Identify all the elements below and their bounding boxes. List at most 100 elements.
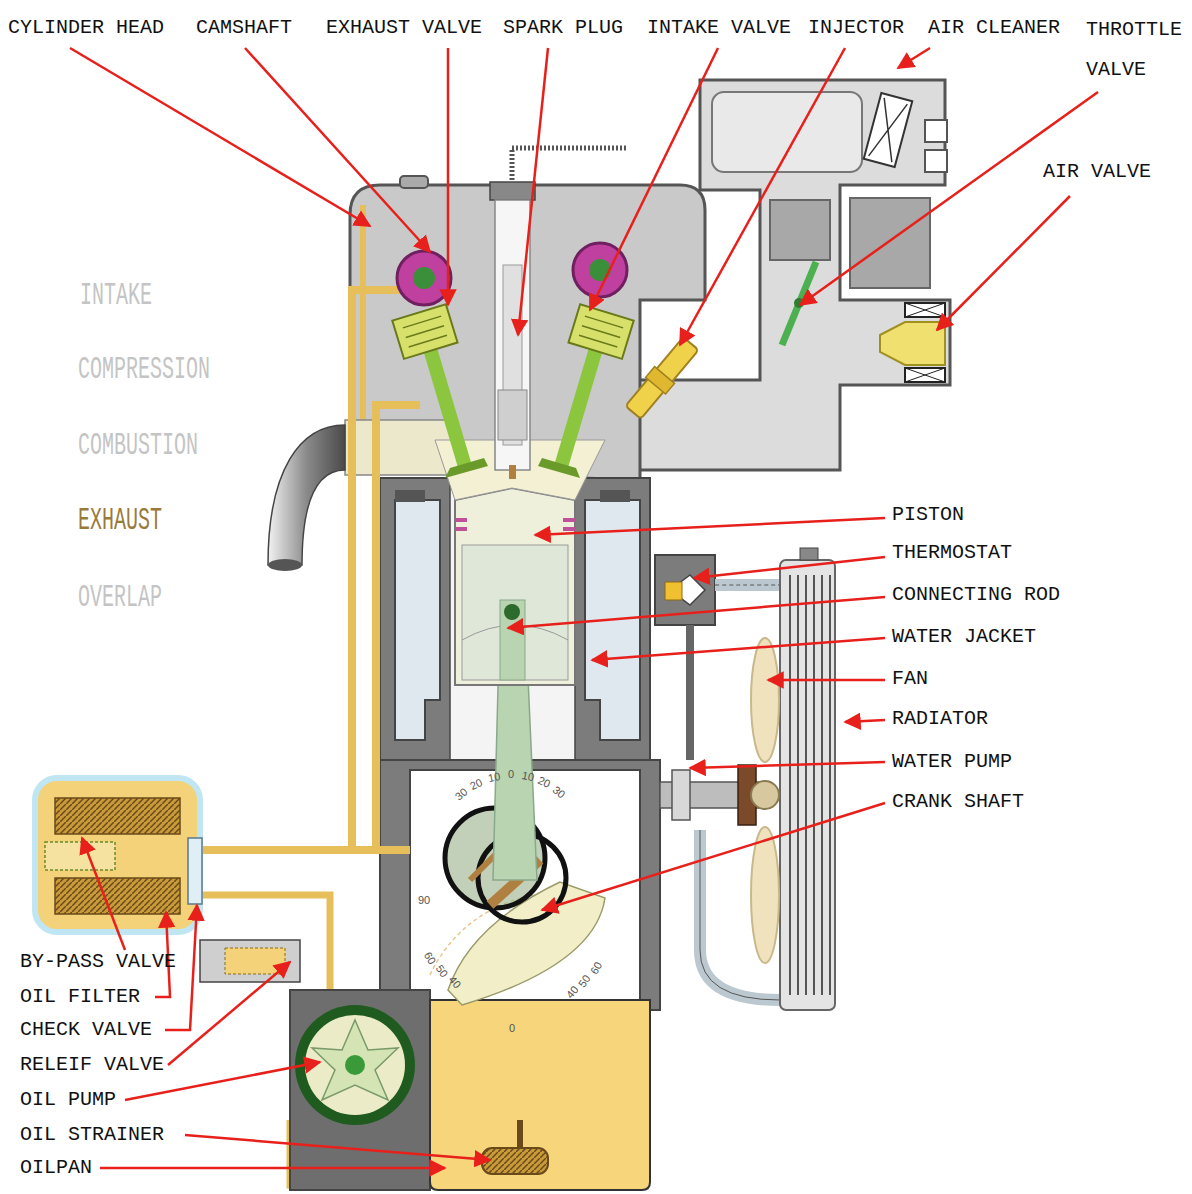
- oil-system: [482, 1148, 548, 1174]
- piston-and-rod: [504, 604, 520, 620]
- piston-and-rod: [455, 518, 467, 522]
- crank-angle-number: 40: [447, 973, 464, 990]
- leader-line: [690, 762, 885, 768]
- leader-line: [508, 597, 885, 628]
- valve-train: [538, 458, 580, 478]
- leader-line: [768, 679, 885, 682]
- intake-manifold: [850, 198, 930, 288]
- crank-angle-number: 30: [551, 783, 568, 800]
- throttle-valve: [782, 262, 816, 345]
- air-cleaner-throttle: [869, 98, 908, 162]
- crank-angle-number: 40: [564, 983, 581, 1000]
- engine-block: [600, 490, 630, 502]
- leader-line: [535, 518, 885, 535]
- part-label: WATER PUMP: [892, 750, 1012, 774]
- stroke-phase-label: COMBUSTION: [78, 428, 198, 463]
- air-cleaner-throttle: [864, 93, 913, 167]
- intake-manifold: [712, 92, 862, 172]
- oil-system: [188, 838, 202, 904]
- oil-system: [35, 778, 200, 932]
- valve-train: [568, 304, 633, 359]
- oil-system: [55, 798, 180, 834]
- crank-angle-number: 60: [588, 960, 605, 977]
- oil-system: [430, 1000, 650, 1190]
- part-label: EXHAUST VALVE: [326, 16, 482, 40]
- valve-train: [403, 316, 447, 347]
- engine-block: [395, 500, 440, 740]
- air-valve: [880, 303, 945, 382]
- air-valve: [905, 368, 945, 382]
- leader-line: [70, 48, 1098, 1168]
- leader-line: [845, 720, 885, 722]
- spark-plug: [509, 465, 516, 479]
- valve-train: [445, 458, 488, 478]
- cooling-system: [751, 781, 779, 809]
- injector: [625, 337, 698, 419]
- leader-line: [245, 48, 430, 252]
- part-label: OIL PUMP: [20, 1088, 116, 1112]
- stroke-phase-label: EXHAUST: [78, 503, 162, 538]
- leader-line: [185, 1135, 490, 1160]
- oil-system: [290, 990, 430, 1190]
- part-label: CRANK SHAFT: [892, 790, 1024, 814]
- cooling-system: [780, 560, 835, 1010]
- valve-train: [397, 251, 451, 305]
- part-label: RELEIF VALVE: [20, 1053, 164, 1077]
- part-label: WATER JACKET: [892, 625, 1036, 649]
- cooling-system: [715, 579, 780, 591]
- oil-system: [345, 1055, 365, 1075]
- valve-train: [579, 316, 623, 347]
- throttle-valve: [782, 262, 816, 345]
- part-label: SPARK PLUG: [503, 16, 623, 40]
- valve-train: [392, 243, 633, 478]
- valve-train: [392, 304, 457, 359]
- part-label: FAN: [892, 667, 928, 691]
- valve-train: [392, 304, 457, 359]
- injector: [623, 335, 701, 421]
- stroke-phase-label: INTAKE: [80, 278, 152, 313]
- spark-plug: [512, 148, 628, 184]
- leader-line: [168, 962, 290, 1065]
- leader-line: [100, 1167, 445, 1170]
- crank-angle-number: 90: [418, 894, 430, 906]
- leader-line: [518, 48, 548, 335]
- crank-angle-number: 10: [521, 769, 535, 783]
- cylinder-head: [400, 176, 428, 188]
- oil-system: [305, 1015, 405, 1115]
- exhaust-port: [268, 559, 302, 571]
- cooling-system: [665, 582, 682, 600]
- part-label: AIR VALVE: [1043, 160, 1151, 184]
- crank-angle-number: 20: [536, 774, 552, 790]
- spark-plug: [495, 200, 530, 470]
- leader-line: [447, 48, 450, 305]
- part-label: OILPAN: [20, 1156, 92, 1180]
- oil-system: [55, 878, 180, 914]
- piston-and-rod: [455, 488, 575, 880]
- part-label: OIL STRAINER: [20, 1123, 164, 1147]
- spark-plug: [490, 182, 535, 200]
- cooling-system: [655, 548, 835, 1010]
- leader-line: [82, 838, 125, 950]
- air-valve: [905, 303, 945, 317]
- intake-manifold: [770, 200, 830, 260]
- part-label: CHECK VALVE: [20, 1018, 152, 1042]
- cooling-system: [790, 575, 830, 995]
- oil-system: [225, 948, 285, 974]
- part-label: CAMSHAFT: [196, 16, 292, 40]
- crank-angle-number: 0: [508, 768, 514, 780]
- leader-line: [680, 48, 845, 345]
- oil-system: [376, 405, 420, 850]
- air-valve: [905, 303, 945, 317]
- air-valve: [905, 368, 945, 382]
- piston-and-rod: [462, 545, 568, 680]
- leader-line: [592, 638, 885, 660]
- cooling-system: [751, 638, 779, 762]
- oil-system: [295, 1005, 415, 1125]
- oil-system: [200, 940, 300, 982]
- cooling-system: [715, 585, 780, 586]
- part-label: CONNECTING ROD: [892, 583, 1060, 607]
- piston-and-rod: [455, 527, 467, 531]
- crank-angle-number: 20: [468, 776, 484, 792]
- crank-angle-number: 50: [576, 973, 593, 990]
